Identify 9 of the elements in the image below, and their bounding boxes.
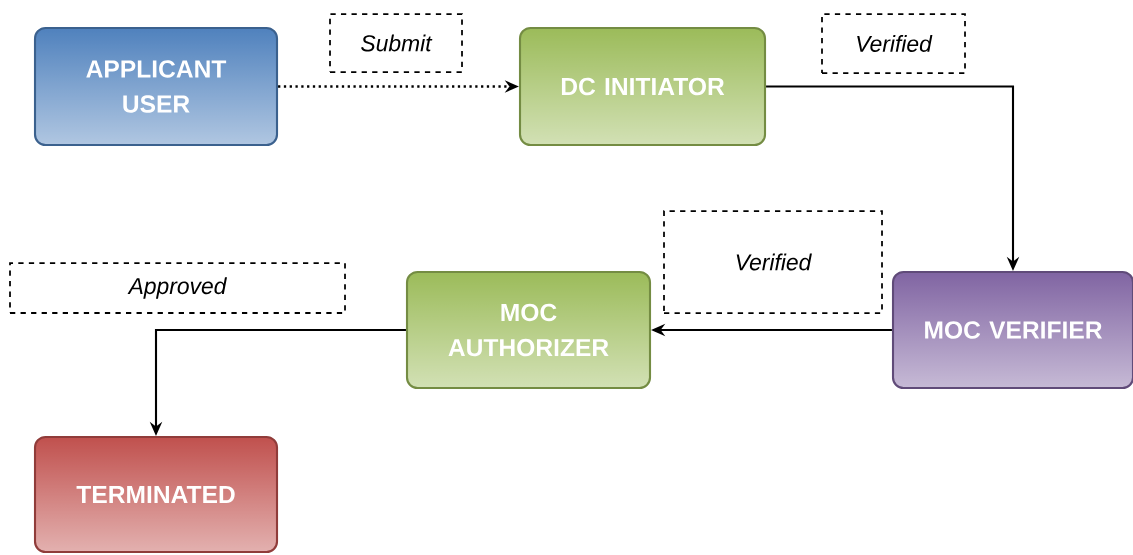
edge-label: Approved: [9, 262, 346, 314]
edge-label: Submit: [329, 13, 463, 73]
process-box: DC INITIATOR: [518, 26, 767, 147]
process-box: MOC VERIFIER: [891, 270, 1133, 390]
edge-label: Verified: [663, 210, 883, 314]
process-box: APPLICANT USER: [33, 26, 279, 147]
process-box: TERMINATED: [33, 435, 279, 554]
edge-label: Verified: [821, 13, 966, 74]
process-box: MOC AUTHORIZER: [405, 270, 652, 390]
